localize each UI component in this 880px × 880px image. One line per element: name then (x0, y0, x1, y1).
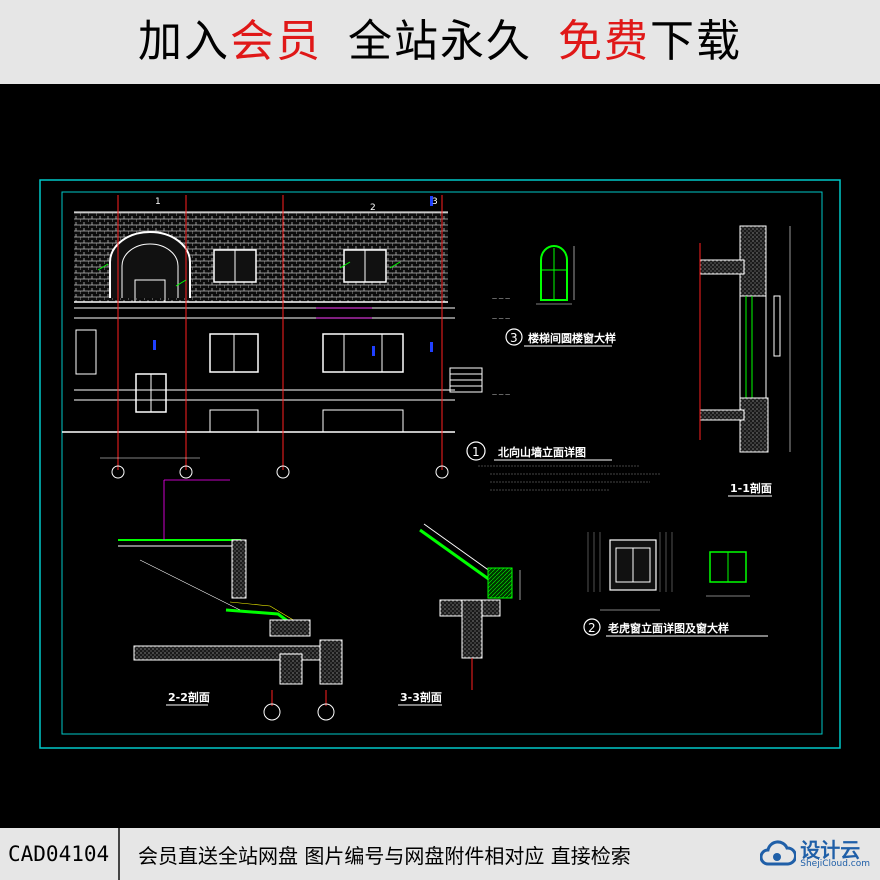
footer-caption: 会员直送全站网盘 图片编号与网盘附件相对应 直接检索 (138, 843, 631, 868)
section-3-3-label: 3-3剖面 (400, 690, 442, 704)
section-2-2: 2-2剖面 (118, 479, 343, 721)
svg-text:— — —: — — — (492, 296, 510, 302)
inner-frame (61, 191, 823, 735)
axis-label-3: 3 (432, 197, 438, 207)
dormer-window-detail: 2 老虎窗立面详图及窗大样 (583, 532, 768, 637)
section-3-3: 3-3剖面 (398, 523, 521, 706)
section-1-1-label: 1-1剖面 (730, 481, 772, 495)
view1-title-group: 1 北向山墙立面详图 (466, 441, 660, 491)
north-gable-elevation: 1 2 3 — — — — — — — — — (62, 195, 510, 479)
axis-label-1: 1 (155, 197, 161, 207)
cad-drawing-canvas: 1 2 3 — — — — — — — — — 1 北向山墙立面详图 (0, 84, 880, 828)
logo-subtext: ShejiCloud.com (800, 858, 870, 869)
section-1-1: 1-1剖面 (699, 225, 791, 497)
svg-text:— — —: — — — (492, 316, 510, 322)
outer-frame (39, 179, 841, 749)
view3-title: 楼梯间圆楼窗大样 (528, 331, 616, 345)
banner-text-3: 全站永久 (348, 16, 532, 67)
view1-title: 北向山墙立面详图 (498, 445, 586, 459)
svg-text:— — —: — — — (492, 392, 510, 398)
drawing-code: CAD04104 (0, 828, 120, 880)
axis-label-2: 2 (370, 203, 376, 213)
banner-text-4: 免费 (558, 16, 650, 67)
banner-text-2: 会员 (230, 16, 322, 67)
cloud-icon (760, 840, 797, 866)
view3-number: 3 (510, 331, 518, 345)
logo-text: 设计云 (800, 837, 861, 862)
top-banner: 加入 会员 全站永久 免费 下载 (0, 0, 880, 84)
banner-text-1: 加入 (138, 16, 230, 67)
banner-text-5: 下载 (650, 16, 742, 67)
view1-number: 1 (472, 445, 480, 459)
footer-bar: CAD04104 会员直送全站网盘 图片编号与网盘附件相对应 直接检索 设计云 … (0, 828, 880, 880)
section-2-2-label: 2-2剖面 (168, 690, 210, 704)
cad-drawing: 1 2 3 — — — — — — — — — 1 北向山墙立面详图 (39, 179, 841, 749)
site-logo[interactable]: 设计云 ShejiCloud.com (760, 840, 880, 869)
stair-window-detail: 3 楼梯间圆楼窗大样 (505, 245, 616, 347)
view2-title: 老虎窗立面详图及窗大样 (607, 621, 729, 635)
view2-number: 2 (588, 621, 596, 635)
